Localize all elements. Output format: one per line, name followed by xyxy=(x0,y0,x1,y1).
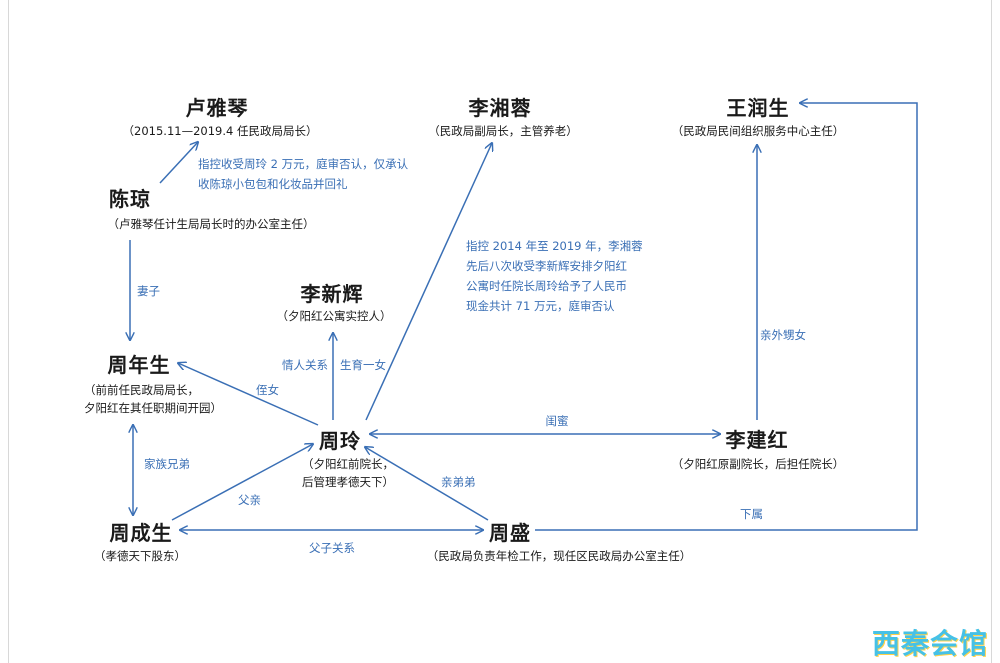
label-bribe-li: 指控 2014 年至 2019 年，李湘蓉 先后八次收受李新辉安排夕阳红 公寓时… xyxy=(466,236,643,316)
edge-zhouchengsheng-zhouling xyxy=(171,444,313,521)
node-zhou-sheng-desc: （民政局负责年检工作，现任区民政局办公室主任） xyxy=(426,549,692,563)
edge-zhousheng-wangrunsheng xyxy=(535,103,918,531)
label-subordinate: 下属 xyxy=(740,507,763,521)
node-chen-qiong-name: 陈琼 xyxy=(109,187,151,211)
edge-zhousheng-zhouling xyxy=(365,447,489,521)
node-wang-runsheng-desc: （民政局民间组织服务中心主任） xyxy=(671,124,845,138)
label-wife: 妻子 xyxy=(137,284,160,298)
label-niece: 侄女 xyxy=(256,383,279,397)
watermark-logo: 西秦会馆 xyxy=(872,627,989,660)
label-bribe-lu-line1: 指控收受周玲 2 万元，庭审否认，仅承认 xyxy=(198,157,409,171)
label-father: 父亲 xyxy=(238,493,261,507)
label-bribe-li-line1: 指控 2014 年至 2019 年，李湘蓉 xyxy=(466,239,643,253)
node-zhou-ling-name: 周玲 xyxy=(319,429,361,453)
node-wang-runsheng-name: 王润生 xyxy=(726,96,790,120)
node-zhou-niansheng-desc-line2: 夕阳红在其任职期间开园） xyxy=(84,401,222,415)
frame-border-left xyxy=(8,0,9,663)
label-niece-by-sister: 亲外甥女 xyxy=(760,328,806,342)
node-li-xiangrong-name: 李湘蓉 xyxy=(468,96,532,120)
node-lu-yaqin-name: 卢雅琴 xyxy=(185,96,249,120)
label-bribe-li-line3: 公寓时任院长周玲给予了人民币 xyxy=(466,279,627,293)
node-li-jianhong-name: 李建红 xyxy=(725,428,789,452)
label-lover: 情人关系 xyxy=(282,358,328,372)
label-bribe-lu-line2: 收陈琼小包包和化妆品并回礼 xyxy=(198,177,348,191)
node-zhou-niansheng-desc-line1: （前前任民政局局长， xyxy=(84,383,199,397)
node-zhou-ling-desc-line1: （夕阳红前院长， xyxy=(302,457,394,471)
frame-border-right xyxy=(991,0,992,663)
node-zhou-niansheng-desc: （前前任民政局局长， 夕阳红在其任职期间开园） xyxy=(84,381,222,417)
node-li-xiangrong-desc: （民政局副局长，主管养老） xyxy=(428,124,578,138)
label-clan-brothers: 家族兄弟 xyxy=(144,457,190,471)
label-father-son: 父子关系 xyxy=(309,541,355,555)
node-zhou-niansheng-name: 周年生 xyxy=(107,353,171,377)
label-bribe-li-line2: 先后八次收受李新辉安排夕阳红 xyxy=(466,259,627,273)
label-brother: 亲弟弟 xyxy=(441,475,476,489)
node-zhou-ling-desc-line2: 后管理孝德天下） xyxy=(302,475,394,489)
node-chen-qiong-desc: （卢雅琴任计生局局长时的办公室主任） xyxy=(107,217,315,231)
edge-zhouling-lixiangrong xyxy=(365,143,492,421)
label-daughter: 生育一女 xyxy=(340,358,386,372)
node-lu-yaqin-desc: （2015.11—2019.4 任民政局局长） xyxy=(122,124,318,138)
label-best-friend: 闺蜜 xyxy=(545,414,569,428)
node-li-xinhui-desc: （夕阳红公寓实控人） xyxy=(276,309,392,323)
label-bribe-li-line4: 现金共计 71 万元，庭审否认 xyxy=(466,299,615,313)
node-li-jianhong-desc: （夕阳红原副院长，后担任院长） xyxy=(671,457,845,471)
label-bribe-lu: 指控收受周玲 2 万元，庭审否认，仅承认 收陈琼小包包和化妆品并回礼 xyxy=(198,154,408,194)
node-zhou-chengsheng-desc: （孝德天下股东） xyxy=(94,549,186,563)
node-zhou-ling-desc: （夕阳红前院长， 后管理孝德天下） xyxy=(302,455,394,491)
node-zhou-sheng-name: 周盛 xyxy=(489,521,531,545)
node-li-xinhui-name: 李新辉 xyxy=(300,282,364,306)
edge-zhouling-zhouniansheng xyxy=(178,363,319,426)
node-zhou-chengsheng-name: 周成生 xyxy=(109,521,173,545)
edge-chenqiong-luyaqin xyxy=(159,142,198,184)
